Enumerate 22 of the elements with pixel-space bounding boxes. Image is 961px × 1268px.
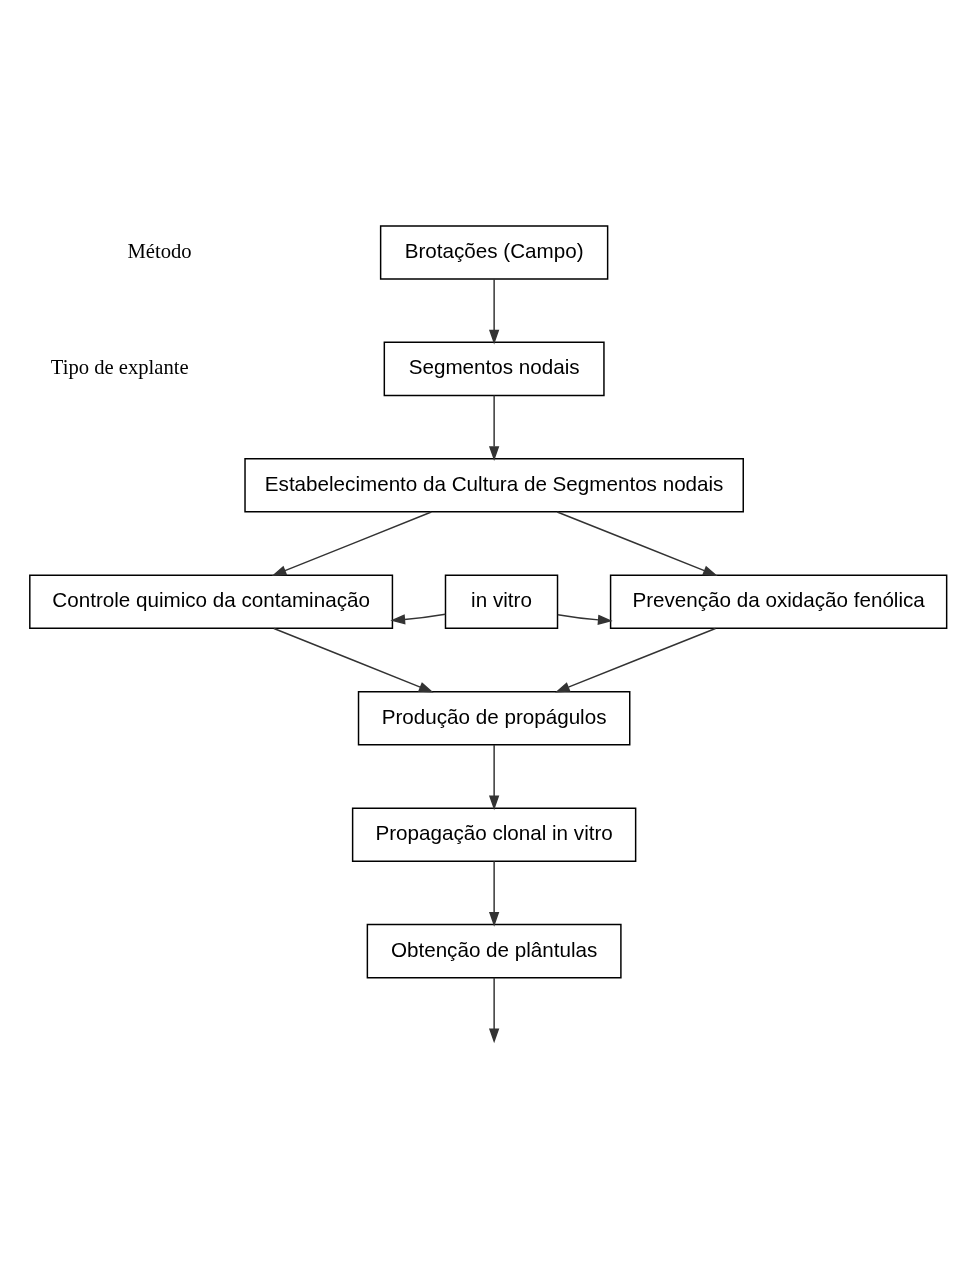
arrow	[488, 976, 500, 1044]
label: Tipo de explante	[50, 356, 189, 379]
arrow	[556, 511, 718, 576]
node-box: Produção de propágulos	[357, 690, 631, 746]
node-box: Segmentos nodais	[383, 341, 605, 397]
arrow	[271, 511, 433, 576]
arrow	[488, 744, 500, 811]
arrow	[488, 278, 500, 345]
node-box: Estabelecimento da Cultura de Segmentos nodais	[244, 458, 744, 513]
node-box: Controle quimico da contaminação	[29, 574, 394, 630]
arrow	[557, 613, 613, 625]
label: Método	[127, 239, 192, 262]
node-box: Brotações (Campo)	[379, 225, 609, 280]
arrow	[488, 394, 500, 461]
arrow	[273, 627, 434, 693]
arrow	[488, 860, 500, 927]
arrow	[555, 627, 717, 693]
node-box: Propagação clonal in vitro	[351, 807, 637, 862]
node-box: in vitro	[444, 574, 559, 630]
arrow	[390, 613, 447, 625]
node-box: Obtenção de plântulas	[366, 923, 622, 979]
node-box: Prevenção da oxidação fenólica	[609, 574, 948, 630]
